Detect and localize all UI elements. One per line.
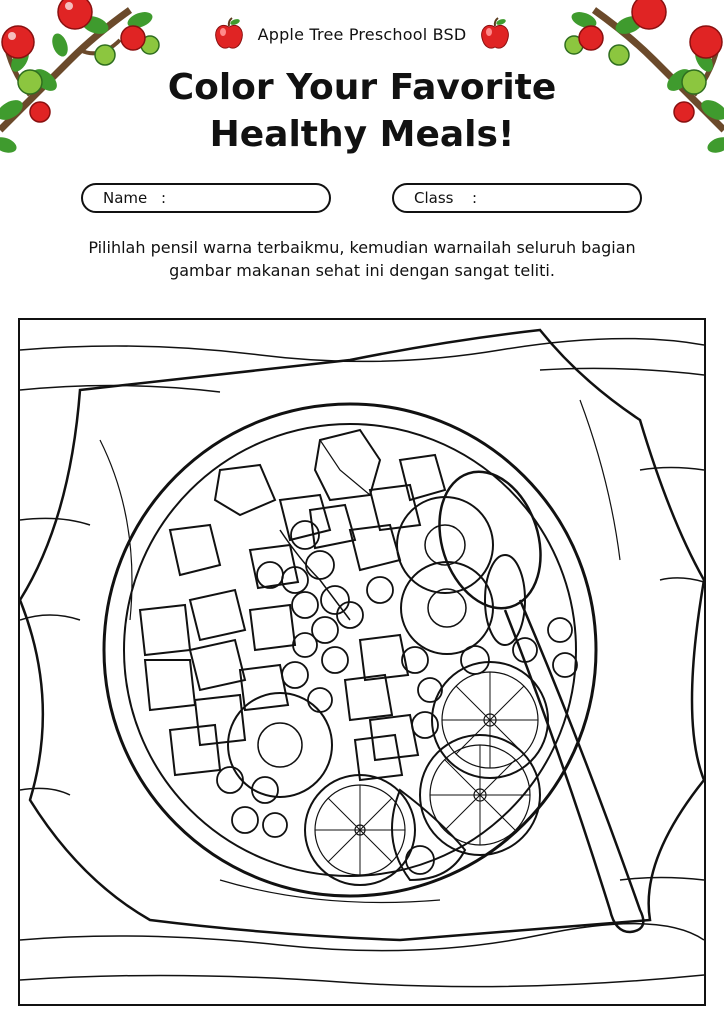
wood-grain-lines [20,337,704,988]
apple-icon [214,17,243,49]
kiwi-slices [227,496,526,798]
bowl-inner-rim [123,423,577,877]
spoon-outline [438,470,645,934]
coloring-illustration [18,318,706,1006]
school-name: Apple Tree Preschool BSD [257,24,467,44]
page-title: Color Your Favorite Healthy Meals! [0,64,724,158]
title-line-1: Color Your Favorite [167,67,557,108]
grapes [216,520,578,875]
apple-branch-decoration-right [564,0,724,153]
instructions-line-1: Pilihlah pensil warna terbaikmu, kemudia… [88,238,636,257]
name-label: Name [103,189,148,207]
class-field[interactable]: Class : [392,183,642,213]
class-separator: : [472,189,478,207]
apple-icon [481,17,510,49]
class-label: Class [414,189,454,207]
school-header: Apple Tree Preschool BSD [0,16,724,52]
name-separator: : [161,189,167,207]
bowl-outer-rim [102,402,598,898]
citrus-slices [304,661,549,886]
napkin-outline [20,328,704,942]
apple-branch-decoration-left [0,0,160,153]
name-field[interactable]: Name : [81,183,331,213]
instructions-line-2: gambar makanan sehat ini dengan sangat t… [169,261,555,280]
instructions-text: Pilihlah pensil warna terbaikmu, kemudia… [60,236,664,282]
title-line-2: Healthy Meals! [209,114,515,155]
